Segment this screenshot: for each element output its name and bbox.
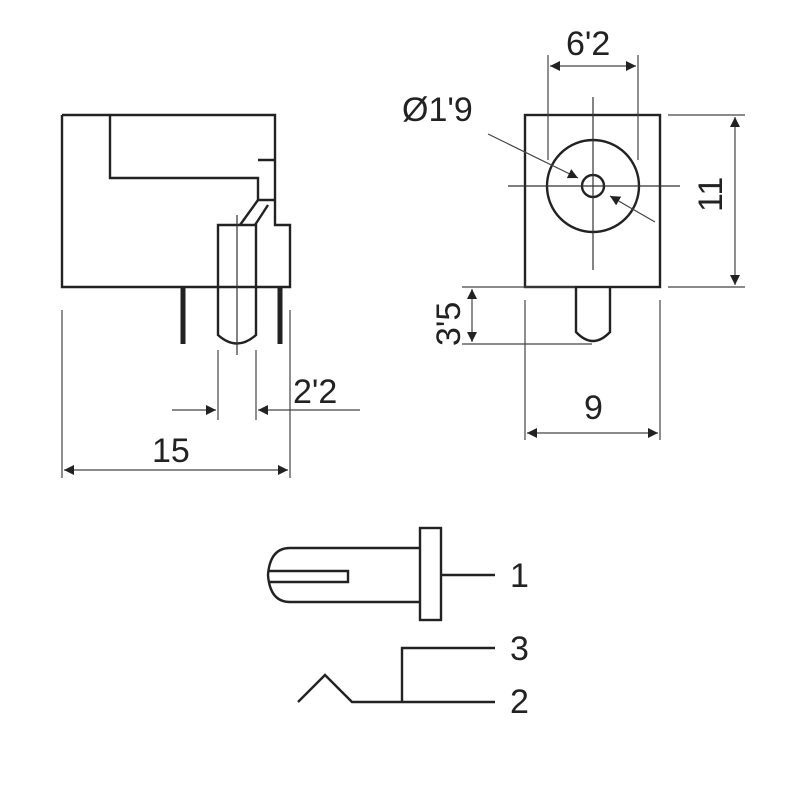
top-width-dimension: 6'2 [566,25,610,63]
front-width-dimension: 9 [584,389,603,427]
front-view: 6'2 Ø1'9 11 3'5 9 [402,25,745,440]
pin-gap-dimension: 2'2 [293,373,337,411]
side-body-outline [60,113,292,289]
side-pin-center [216,223,258,345]
plug-flange [418,526,443,622]
pin-length-dimension: 3'5 [430,302,468,346]
plug-symbol [266,546,420,604]
front-pin [574,287,612,343]
pin2-lead [297,673,495,704]
side-view: 2'2 15 [60,113,360,478]
schematic: 1 3 2 [266,526,529,721]
pin3-lead [400,646,495,702]
pin3-label: 3 [510,630,529,668]
side-inner-cavity [108,115,275,202]
pin1-label: 1 [510,557,529,595]
side-spring-contact [239,199,270,226]
height-dimension: 11 [692,177,730,212]
width-dimension: 15 [152,432,190,470]
pin2-label: 2 [510,683,529,721]
plug-slot [268,569,350,584]
hole-diameter-dimension: Ø1'9 [402,91,473,129]
